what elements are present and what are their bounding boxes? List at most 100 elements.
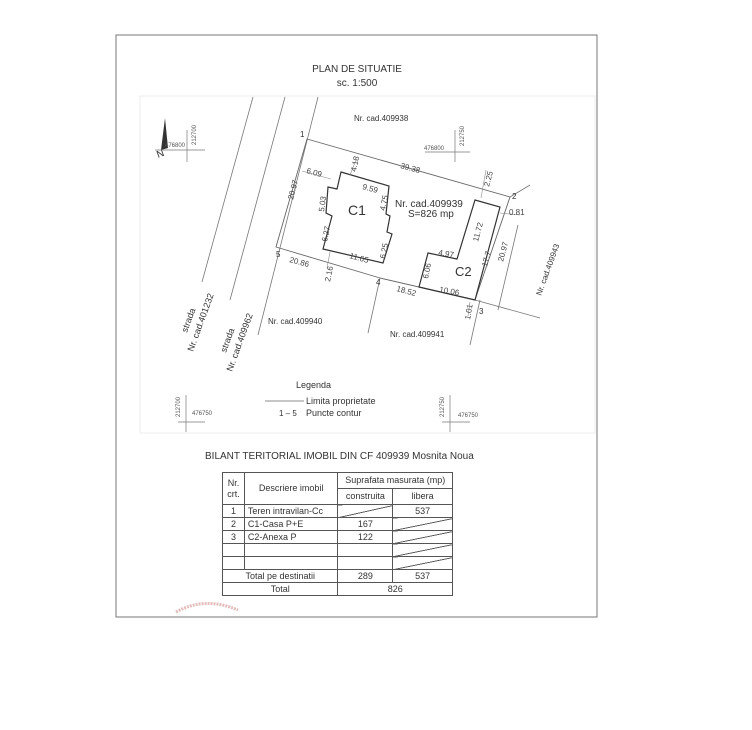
legend-item-symbol: 1 – 5 xyxy=(279,409,297,418)
dim-label: 4.75 xyxy=(378,194,390,212)
table-row-empty xyxy=(222,556,453,570)
coord-bottom-right-y: 212750 xyxy=(440,396,446,417)
property-boundary xyxy=(275,138,511,301)
cell-nr: 3 xyxy=(222,530,245,544)
dim-label: 2.25 xyxy=(482,170,495,188)
empty-cell xyxy=(222,543,245,557)
empty-cell xyxy=(243,543,339,557)
coord-top-left-x: 476800 xyxy=(165,143,186,149)
north-label: N xyxy=(155,148,166,161)
coord-bottom-left-y: 212700 xyxy=(176,396,182,417)
dim-label: 20.97 xyxy=(496,240,510,262)
coord-top-left-y: 212700 xyxy=(192,124,198,145)
coord-top-right-x: 476800 xyxy=(424,146,445,152)
cell-libera xyxy=(392,517,453,531)
table-row: 2 C1-Casa P+E 167 xyxy=(222,517,453,531)
dim-label: 6.06 xyxy=(421,262,433,280)
building-c1-outline xyxy=(322,171,393,264)
north-arrow-icon xyxy=(161,118,168,150)
plan-scale: sc. 1:500 xyxy=(337,78,378,89)
dim-label: 4.97 xyxy=(438,248,455,260)
dimension-labels: 39.38 2.25 0.81 20.97 10.06 1.01 18.52 2… xyxy=(286,155,525,321)
cell-construita: 122 xyxy=(337,530,394,544)
dim-label: 2.16 xyxy=(323,265,335,283)
parcel-east-label: Nr. cad.409943 xyxy=(534,242,561,297)
header-construita: construita xyxy=(337,488,394,505)
legend-item-label: Puncte contur xyxy=(306,408,362,418)
dim-label: 6.25 xyxy=(378,242,390,260)
dim-label: 6.27 xyxy=(320,225,332,243)
empty-cell xyxy=(392,556,453,570)
empty-cell xyxy=(222,556,245,570)
parcel-southwest-label: Nr. cad.409940 xyxy=(268,317,323,326)
cell-nr: 1 xyxy=(222,504,245,518)
empty-cell xyxy=(337,556,394,570)
table-row: 1 Teren intravilan-Cc 537 xyxy=(222,504,453,518)
dim-label: 5.03 xyxy=(317,195,328,212)
header-libera: libera xyxy=(392,488,453,505)
table-title: BILANT TERITORIAL IMOBIL DIN CF 409939 M… xyxy=(205,451,474,462)
parcel-area-label: S=826 mp xyxy=(408,209,454,220)
dim-label: 0.81 xyxy=(509,208,525,217)
parcel-north-label: Nr. cad.409938 xyxy=(354,114,409,123)
plan-title: PLAN DE SITUATIE xyxy=(312,64,402,75)
dim-label: 1.01 xyxy=(463,303,475,320)
building-c2-outline xyxy=(418,199,501,301)
total-label: Total xyxy=(221,582,339,596)
dim-label: 11.72 xyxy=(471,221,485,243)
table-row-empty xyxy=(222,543,453,557)
empty-cell xyxy=(392,543,453,557)
point-3: 3 xyxy=(479,307,484,316)
empty-cell xyxy=(337,543,394,557)
parcel-main-label: Nr. cad.409939 xyxy=(395,199,463,210)
total-value: 826 xyxy=(337,582,453,596)
dim-label: 11.65 xyxy=(348,251,370,265)
legend-title: Legenda xyxy=(296,380,331,390)
coord-bottom-right-x: 476750 xyxy=(458,413,479,419)
building-c2-label: C2 xyxy=(455,264,472,279)
empty-cell xyxy=(243,556,339,570)
table-row-total: Total 826 xyxy=(221,582,453,596)
table-row: 3 C2-Anexa P 122 xyxy=(222,530,453,544)
page-frame xyxy=(115,34,598,618)
cell-libera: 537 xyxy=(392,504,453,518)
cell-construita: 167 xyxy=(337,517,394,531)
coordinate-crosses xyxy=(155,130,470,432)
coord-bottom-left-x: 476750 xyxy=(192,411,213,417)
cell-descriere: Teren intravilan-Cc xyxy=(243,504,339,518)
legend-item-label: Limita proprietate xyxy=(306,396,376,406)
coord-top-right-y: 212750 xyxy=(460,125,466,146)
header-nr: Nr. crt. xyxy=(222,472,245,505)
point-1: 1 xyxy=(300,130,305,139)
header-suprafata: Suprafata masurata (mp) xyxy=(337,472,453,489)
cell-libera xyxy=(392,530,453,544)
dimension-lines xyxy=(301,159,521,317)
dim-label: 39.38 xyxy=(399,161,421,175)
header-descriere: Descriere imobil xyxy=(243,472,339,505)
total-dest-label: Total pe destinatii xyxy=(221,569,339,583)
land-balance-table: Nr. crt. Descriere imobil Suprafata masu… xyxy=(221,472,453,596)
dim-label: 4.18 xyxy=(349,155,361,173)
cell-nr: 2 xyxy=(222,517,245,531)
dim-label: 17.7 xyxy=(480,250,493,268)
dim-label: 9.59 xyxy=(361,182,379,195)
street-lines xyxy=(201,96,541,346)
total-dest-libera: 537 xyxy=(392,569,453,583)
total-dest-construita: 289 xyxy=(337,569,394,583)
dim-label: 20.97 xyxy=(286,178,300,200)
table-row-total-dest: Total pe destinatii 289 537 xyxy=(221,569,453,583)
cell-descriere: C1-Casa P+E xyxy=(243,517,339,531)
parcel-south-label: Nr. cad.409941 xyxy=(390,330,445,339)
point-5: 5 xyxy=(276,250,281,259)
dim-label: 10.06 xyxy=(439,285,461,297)
point-4: 4 xyxy=(376,278,381,287)
cell-construita xyxy=(337,504,394,518)
point-2: 2 xyxy=(512,192,517,201)
dim-label: 20.86 xyxy=(288,255,310,269)
stamp-fragment xyxy=(175,601,239,614)
building-c1-label: C1 xyxy=(348,202,366,218)
dim-label: 6.09 xyxy=(305,166,323,179)
drawing-frame xyxy=(139,95,596,434)
cell-descriere: C2-Anexa P xyxy=(243,530,339,544)
